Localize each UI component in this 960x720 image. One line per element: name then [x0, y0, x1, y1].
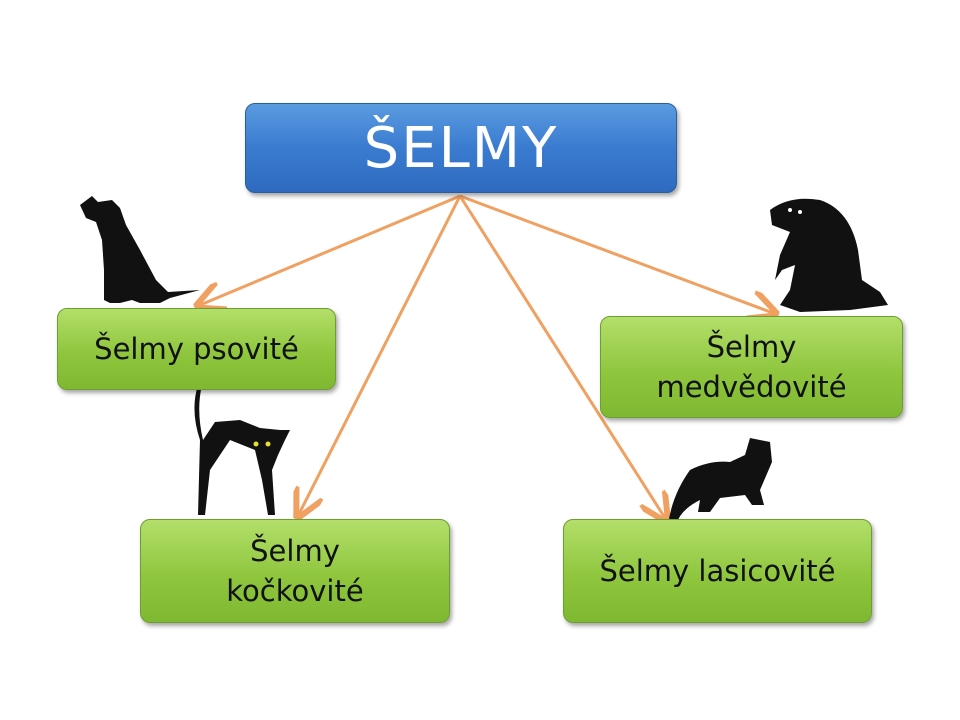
arrow-to-lasicovite	[458, 195, 665, 518]
cat-icon	[194, 385, 290, 515]
node-selmy-psovite: Šelmy psovité	[57, 308, 336, 390]
ferret-icon	[668, 438, 772, 539]
node-label: Šelmy psovité	[94, 332, 299, 366]
root-label: ŠELMY	[363, 115, 559, 181]
node-selmy-medvedovite: Šelmy medvědovité	[600, 316, 903, 418]
node-label: Šelmy kočkovité	[226, 534, 364, 608]
bear-icon	[770, 198, 888, 312]
node-selmy-kockovite: Šelmy kočkovité	[140, 519, 450, 623]
wolf-icon	[80, 196, 200, 303]
arrow-to-kockovite	[299, 195, 462, 514]
arrow-to-psovite	[200, 194, 461, 305]
node-label: Šelmy lasicovité	[599, 554, 836, 588]
root-node-selmy: ŠELMY	[245, 103, 677, 193]
arrow-to-medvedovite	[459, 194, 773, 313]
node-label: Šelmy medvědovité	[656, 330, 847, 404]
node-selmy-lasicovite: Šelmy lasicovité	[563, 519, 872, 623]
